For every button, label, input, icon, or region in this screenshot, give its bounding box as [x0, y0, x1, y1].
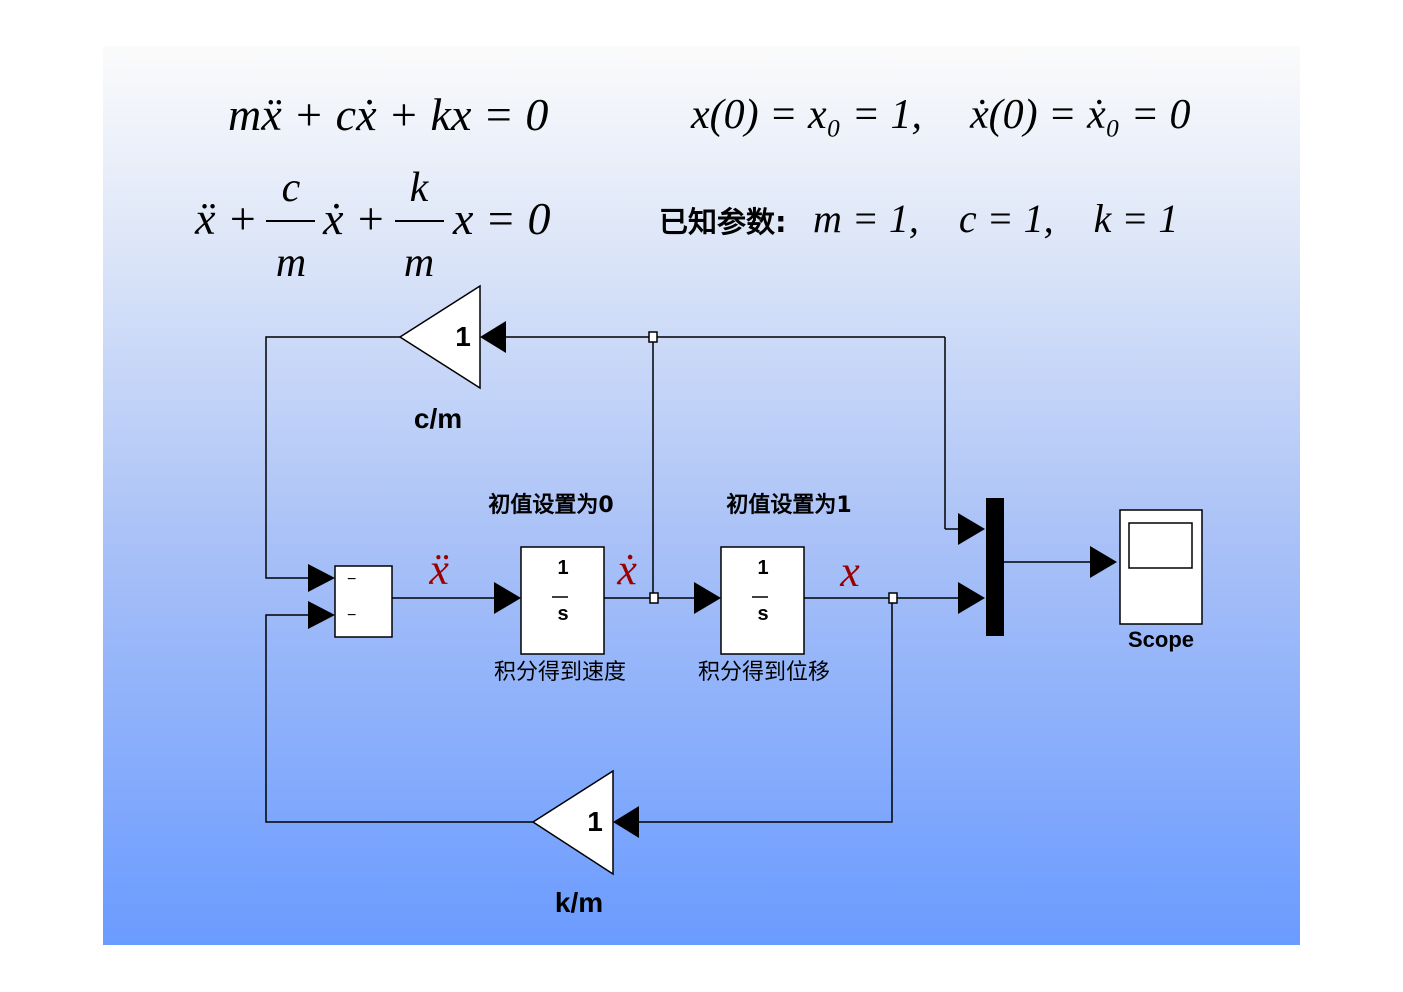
arrow-into-integrator2 — [694, 582, 721, 614]
signal-lines — [265, 336, 1093, 823]
arrow-into-sum-2 — [308, 601, 335, 629]
integrator2-denominator: s — [757, 603, 768, 625]
branch-point-velocity — [649, 592, 659, 604]
integrator1-caption-top: 初值设置为0 — [488, 492, 613, 518]
arrowheads — [308, 321, 1117, 838]
fraction-k-numerator: k — [410, 165, 430, 211]
scope-label: Scope — [1128, 627, 1194, 652]
arrow-into-gain-km — [613, 806, 639, 838]
integrator1-caption-bottom: 积分得到速度 — [494, 660, 626, 685]
gain-cm-value: 1 — [455, 321, 471, 352]
initial-condition-position: x(0) = x₀ = 1, — [690, 92, 922, 138]
gain-km-value: 1 — [587, 806, 603, 837]
fraction-c-numerator: c — [282, 165, 301, 211]
initial-condition-velocity: ẋ(0) = ẋ₀ = 0 — [969, 92, 1191, 138]
gain-cm-label: c/m — [414, 403, 462, 434]
equation-normalized-rhs: x = 0 — [452, 193, 550, 244]
gain-block-cm[interactable]: 1 — [398, 284, 481, 390]
gain-km-label: k/m — [555, 887, 603, 918]
scope-block[interactable] — [1119, 509, 1203, 625]
mux-block[interactable] — [986, 498, 1004, 636]
equation-normalized-lhs: ẍ + — [194, 193, 258, 244]
arrow-into-mux-2 — [958, 582, 985, 614]
fraction-c-denominator: m — [276, 240, 306, 286]
integrator1-denominator: s — [557, 603, 568, 625]
sum-sign-2: − — [347, 607, 356, 624]
gain-block-km[interactable]: 1 — [531, 769, 614, 876]
integrator2-caption-bottom: 积分得到位移 — [698, 660, 830, 685]
integrator-block-position[interactable]: 1 s — [720, 546, 805, 655]
slide-background: mẍ + cẋ + kx = 0 ẍ + c m ẋ + k m x = 0 x… — [103, 46, 1300, 945]
sum-sign-1: − — [347, 571, 356, 588]
integrator2-numerator: 1 — [757, 557, 768, 579]
arrow-into-gain-cm — [480, 321, 506, 353]
sum-block[interactable]: − − — [334, 565, 393, 638]
arrow-into-sum-1 — [308, 564, 335, 592]
branch-point-velocity-top — [648, 331, 658, 343]
equation-motion: mẍ + cẋ + kx = 0 — [228, 89, 548, 140]
scope-screen-icon — [1128, 522, 1193, 569]
branch-point-position — [888, 592, 898, 604]
arrow-into-integrator1 — [494, 582, 521, 614]
integrator1-numerator: 1 — [557, 557, 568, 579]
signal-label-velocity: ẋ — [616, 545, 637, 594]
integrator-block-velocity[interactable]: 1 s — [520, 546, 605, 655]
signal-label-position: x — [839, 547, 860, 596]
arrow-into-scope — [1090, 546, 1117, 578]
equation-normalized-mid: ẋ + — [322, 193, 386, 244]
fraction-k-denominator: m — [404, 240, 434, 286]
params-values: m = 1, c = 1, k = 1 — [813, 196, 1178, 241]
integrator2-caption-top: 初值设置为1 — [726, 492, 851, 518]
arrow-into-mux-1 — [958, 513, 985, 545]
params-label: 已知参数: — [659, 205, 787, 239]
signal-label-acceleration: ẍ — [428, 545, 449, 594]
block-diagram: mẍ + cẋ + kx = 0 ẍ + c m ẋ + k m x = 0 x… — [194, 89, 1203, 918]
